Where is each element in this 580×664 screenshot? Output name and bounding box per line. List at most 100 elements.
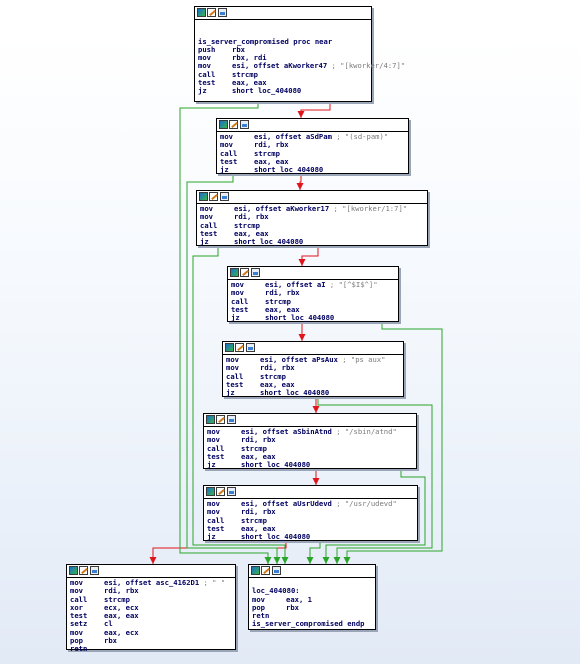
block-header: [204, 414, 416, 427]
graph-colors-icon[interactable]: [69, 566, 78, 575]
operands: rdi, rbx: [241, 507, 276, 517]
collapse-icon[interactable]: [227, 487, 236, 496]
graph-colors-icon[interactable]: [251, 566, 260, 575]
mnemonic: test: [207, 451, 225, 461]
graph-colors-icon[interactable]: [199, 192, 208, 201]
graph-colors-icon[interactable]: [230, 268, 239, 277]
collapse-icon[interactable]: [218, 8, 227, 17]
comment: ; "[kworker/4:7]": [331, 61, 406, 71]
rename-icon[interactable]: [216, 415, 225, 424]
rename-icon[interactable]: [235, 343, 244, 352]
operands: eax, eax: [265, 304, 300, 314]
collapse-icon[interactable]: [251, 268, 260, 277]
collapse-icon[interactable]: [220, 192, 229, 201]
graph-colors-icon[interactable]: [206, 415, 215, 424]
edge-taken-n4-n8: [317, 397, 433, 564]
mnemonic: call: [231, 296, 249, 306]
rename-icon[interactable]: [261, 566, 270, 575]
graph-colors-icon[interactable]: [197, 8, 206, 17]
graph-colors-icon[interactable]: [225, 343, 234, 352]
rename-icon[interactable]: [209, 192, 218, 201]
code-label-line[interactable]: is_server_compromised endp: [252, 620, 372, 628]
edge-taken-n0-n8: [179, 102, 269, 564]
graph-colors-icon[interactable]: [206, 487, 215, 496]
collapse-icon[interactable]: [227, 415, 236, 424]
code-label-line[interactable]: is_server_compromised proc near: [198, 37, 368, 46]
collapse-icon[interactable]: [240, 120, 249, 129]
operands: rbx: [286, 602, 299, 612]
rename-icon[interactable]: [229, 120, 238, 129]
rename-icon[interactable]: [79, 566, 88, 575]
edge-fallthrough-n2-n3: [301, 246, 319, 266]
collapse-icon[interactable]: [272, 566, 281, 575]
operands: esi, offset aSbinAtnd: [241, 427, 332, 436]
graph-colors-icon[interactable]: [219, 120, 228, 129]
code-label-line[interactable]: loc_404080:: [252, 587, 372, 595]
rename-icon[interactable]: [216, 487, 225, 496]
rename-icon[interactable]: [240, 268, 249, 277]
instruction-line[interactable]: retn: [70, 645, 232, 654]
collapse-icon[interactable]: [246, 343, 255, 352]
instruction-line[interactable]: retn: [252, 611, 372, 620]
rename-icon[interactable]: [207, 8, 216, 17]
collapse-icon[interactable]: [90, 566, 99, 575]
